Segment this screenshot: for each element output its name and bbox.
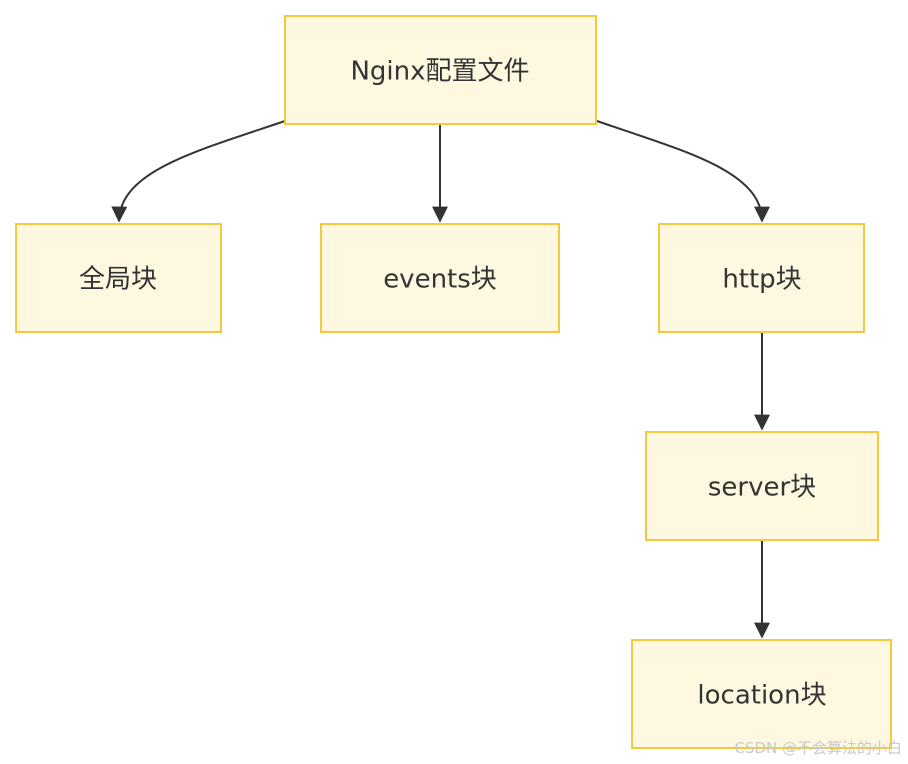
node-server-box [645,431,879,541]
node-http: http块 [658,223,865,333]
watermark: CSDN @不会算法的小白 [734,739,902,757]
node-server-label: server块 [708,473,816,503]
edge-root-to-global [111,120,286,223]
node-global: 全局块 [15,223,222,333]
node-http-box [658,223,865,333]
node-location-label: location块 [697,681,826,711]
node-location-box [631,639,892,749]
node-events-box [320,223,560,333]
node-root: Nginx配置文件 [284,15,597,125]
edges [111,120,770,639]
edge-root-to-http [596,120,770,223]
node-events: events块 [320,223,560,333]
node-server: server块 [645,431,879,541]
node-location: location块 [631,639,892,749]
node-http-label: http块 [722,265,801,295]
node-global-label: 全局块 [79,265,157,295]
node-root-label: Nginx配置文件 [350,57,529,87]
node-root-box [284,15,597,125]
node-events-label: events块 [383,265,497,295]
node-global-box [15,223,222,333]
